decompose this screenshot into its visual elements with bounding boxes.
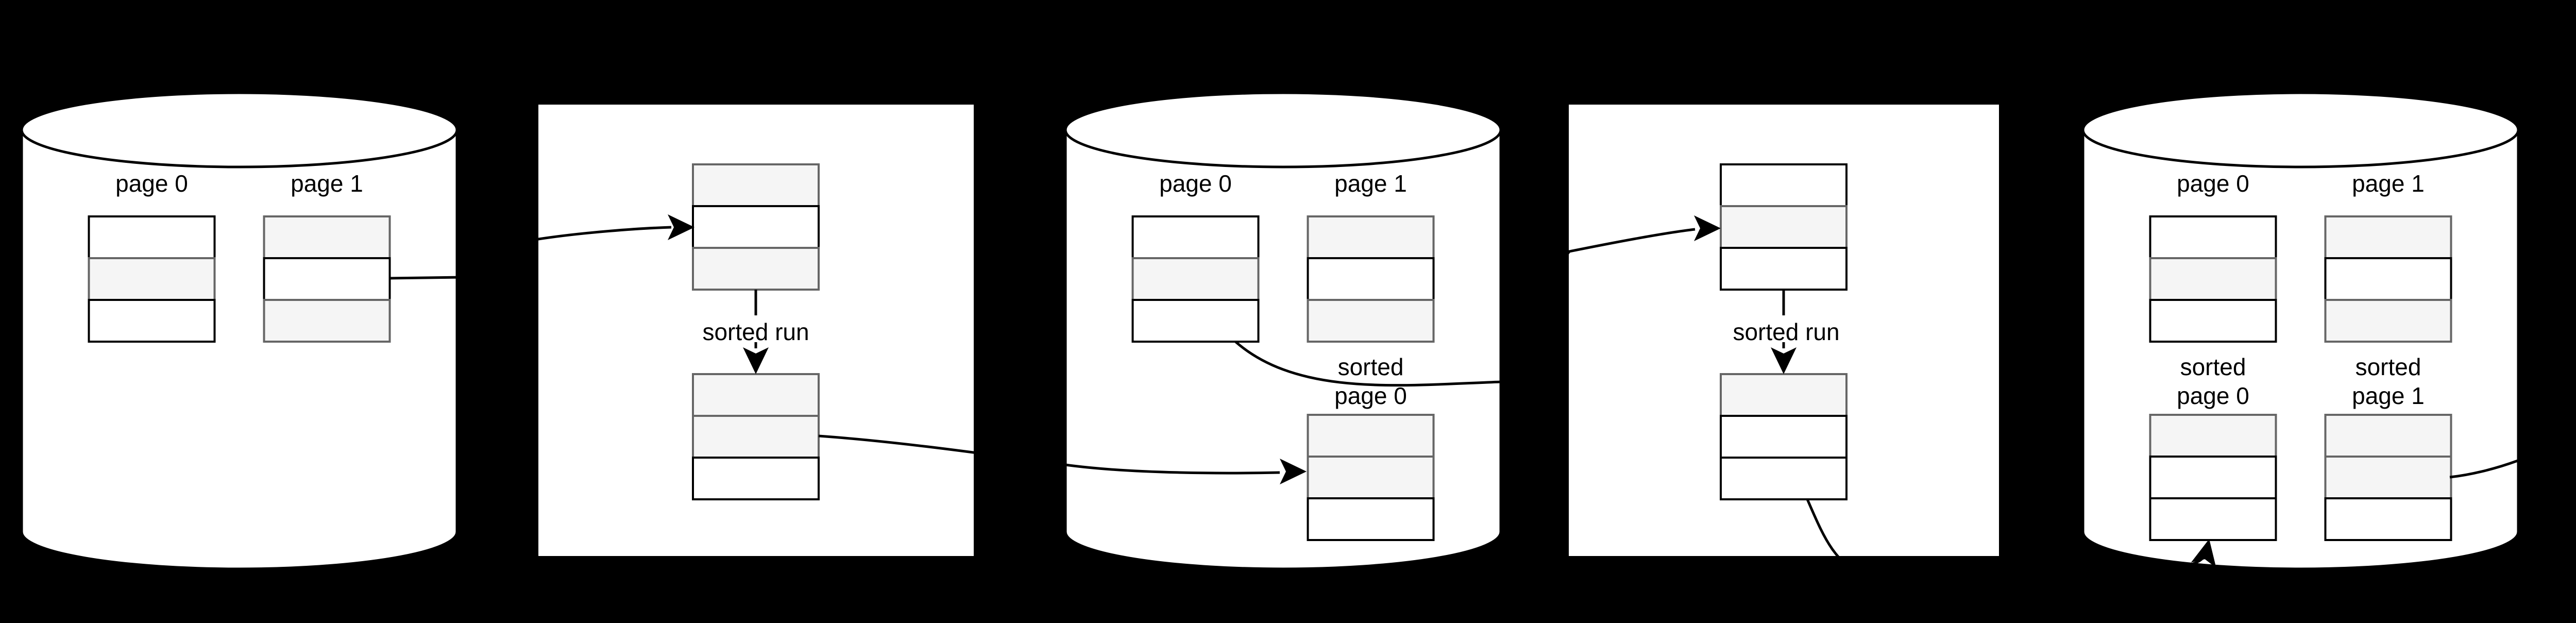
disk-2-page-0-label: page 0 xyxy=(1159,170,1232,197)
memory2-output-to-disk3-sorted-page0-line xyxy=(1806,498,2206,610)
record-row xyxy=(1307,215,1435,259)
disk-3-sorted-page-1-table xyxy=(2324,414,2452,541)
record-row xyxy=(1307,299,1435,343)
disk-3-sorted-page-1-label-line2: page 1 xyxy=(2352,382,2425,409)
record-row xyxy=(88,299,216,343)
record-row xyxy=(1720,457,1848,500)
memory1-sorted-run-arrow-arrowhead-icon xyxy=(743,347,769,374)
record-row xyxy=(1307,456,1435,499)
disk-3-page-1-table xyxy=(2324,215,2452,343)
disk-cylinder-body xyxy=(2081,130,2520,570)
disk3-sorted-page1-to-memory3-right-input-line xyxy=(2449,427,2576,479)
record-row xyxy=(1131,257,1260,301)
record-row xyxy=(88,215,216,259)
record-row xyxy=(2149,215,2277,259)
disk-3-sorted-page-0-table xyxy=(2149,414,2277,541)
disk-3-sorted-page-0-label-line1: sorted xyxy=(2180,353,2246,380)
disk-cylinder-body xyxy=(20,130,459,570)
disk-2-sorted-page-0-label-line1: sorted xyxy=(1338,353,1404,380)
memory2-output-to-disk3-sorted-page0-arrowhead-icon xyxy=(2191,539,2216,568)
record-row xyxy=(263,215,391,259)
record-row xyxy=(1720,205,1848,249)
disk-1-page-1-label: page 1 xyxy=(291,170,363,197)
record-row xyxy=(1131,299,1260,343)
record-row xyxy=(692,415,820,459)
disk-2-sorted-page-0-table xyxy=(1307,414,1435,541)
disk-cylinder-body xyxy=(1064,130,1502,570)
disk-2-page-0-table xyxy=(1131,215,1260,343)
connections xyxy=(389,105,2576,610)
record-row xyxy=(2324,299,2452,343)
memory-1-sorted-run-label: sorted run xyxy=(702,318,809,345)
record-row xyxy=(692,457,820,500)
record-row xyxy=(1720,247,1848,291)
record-row xyxy=(2149,456,2277,499)
disk-1-page-0-label: page 0 xyxy=(115,170,188,197)
disk-1-page-0-table xyxy=(88,215,216,343)
memory-1: sorted run xyxy=(538,105,974,556)
record-row xyxy=(692,247,820,291)
memory-1-output-buffer-table xyxy=(692,373,820,500)
disk-3-page-1-label: page 1 xyxy=(2352,170,2425,197)
disk-cylinder-top xyxy=(20,91,459,169)
disk-2-page-1-label: page 1 xyxy=(1334,170,1407,197)
record-row xyxy=(2324,456,2452,499)
record-row xyxy=(1131,215,1260,259)
record-row xyxy=(2324,257,2452,301)
memory-2-sorted-run-label: sorted run xyxy=(1733,318,1839,345)
record-row xyxy=(2149,257,2277,301)
memory1-output-to-disk2-sorted-page0-arrowhead-icon xyxy=(1280,459,1307,484)
record-row xyxy=(1720,415,1848,459)
record-row xyxy=(263,257,391,301)
record-row xyxy=(2324,414,2452,458)
record-row xyxy=(1720,163,1848,207)
record-row xyxy=(1307,257,1435,301)
record-row xyxy=(1307,414,1435,458)
record-row xyxy=(263,299,391,343)
memory-2: sorted run xyxy=(1569,105,1999,556)
disk-3-sorted-page-0-label-line2: page 0 xyxy=(2177,382,2249,409)
disk1-page1-to-memory1-input-line xyxy=(389,226,672,280)
disk-3-page-0-label: page 0 xyxy=(2177,170,2249,197)
disk-cylinder-top xyxy=(2081,91,2520,169)
record-row xyxy=(2149,497,2277,541)
disk-3-sorted-page-1-label-line1: sorted xyxy=(2355,353,2421,380)
record-row xyxy=(2324,497,2452,541)
record-row xyxy=(1307,497,1435,541)
record-row xyxy=(2149,299,2277,343)
memory2-sorted-run-arrow-arrowhead-icon xyxy=(1771,347,1797,374)
disk-1-page-1-table xyxy=(263,215,391,343)
record-row xyxy=(692,373,820,417)
memory-1-input-buffer-table xyxy=(692,163,820,291)
record-row xyxy=(692,163,820,207)
disk-3-page-0-table xyxy=(2149,215,2277,343)
disk2-page0-to-memory2-input-line xyxy=(1234,228,1696,387)
record-row xyxy=(2324,215,2452,259)
disk-2-page-1-table xyxy=(1307,215,1435,343)
memory1-output-to-disk2-sorted-page0-line xyxy=(818,434,1280,475)
disk-1: page 0 page 1 xyxy=(20,91,459,570)
record-row xyxy=(88,257,216,301)
disk1-page1-to-memory1-input-arrowhead-icon xyxy=(668,214,694,240)
memory-2-output-buffer-table xyxy=(1720,373,1848,500)
record-row xyxy=(692,205,820,249)
record-row xyxy=(2149,414,2277,458)
record-row xyxy=(1720,373,1848,417)
disk-2-sorted-page-0-label-line2: page 0 xyxy=(1334,382,1407,409)
memory-2-input-buffer-table xyxy=(1720,163,1848,291)
disk2-page0-to-memory2-input-arrowhead-icon xyxy=(1694,215,1721,241)
disk-cylinder-top xyxy=(1064,91,1502,169)
